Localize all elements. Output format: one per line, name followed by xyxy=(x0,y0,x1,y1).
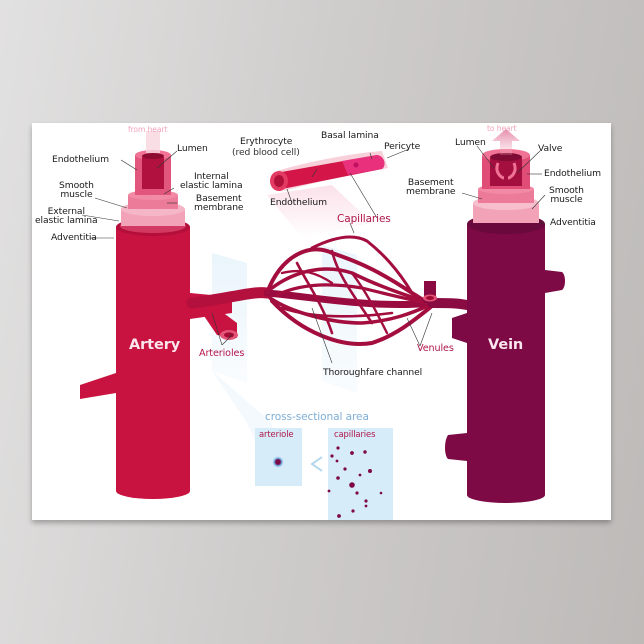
vein-lumen-label: Lumen xyxy=(455,137,486,148)
erythrocyte-label: Erythrocyte xyxy=(240,136,293,147)
artery-lumen-label: Lumen xyxy=(177,143,208,154)
artery-external-elastic-lamina-label: External elastic lamina xyxy=(35,206,98,227)
artery-adventitia-label: Adventitia xyxy=(51,232,97,243)
less-than-symbol xyxy=(310,456,323,472)
artery-flow-note: from heart xyxy=(128,125,168,134)
erythrocyte-note: (red blood cell) xyxy=(232,147,300,158)
artery-endothelium-label: Endothelium xyxy=(52,154,109,165)
leader-lines xyxy=(81,145,546,364)
pericyte-label: Pericyte xyxy=(384,141,421,152)
vein-endothelium-label: Endothelium xyxy=(544,168,601,179)
poster: from heart Lumen Endothelium Internal el… xyxy=(32,123,611,520)
arteriole-stub xyxy=(202,303,238,340)
vein-smooth-muscle-label: Smooth muscle xyxy=(549,185,584,206)
capillary-detail-tube xyxy=(270,151,388,191)
artery-basement-membrane-label: Basement membrane xyxy=(194,193,244,214)
artery-internal-elastic-lamina-label: Internal elastic lamina xyxy=(180,171,243,192)
artery-illustration xyxy=(80,131,232,499)
vein-valve-label: Valve xyxy=(538,143,563,154)
thoroughfare-channel-label: Thoroughfare channel xyxy=(323,367,423,378)
flow-arrow-icon xyxy=(492,129,520,155)
capillaries-cross-label: capillaries xyxy=(334,429,376,439)
cross-section-panels xyxy=(255,428,393,520)
vein-label: Vein xyxy=(488,337,524,353)
capillary-network xyxy=(186,235,472,346)
venules-label: Venules xyxy=(417,343,454,354)
vein-illustration xyxy=(445,129,565,503)
vein-flow-note: to heart xyxy=(487,124,517,133)
artery-label: Artery xyxy=(129,337,181,353)
cross-sectional-area-title: cross-sectional area xyxy=(265,411,369,423)
venule-stub xyxy=(422,281,437,308)
vein-adventitia-label: Adventitia xyxy=(550,217,596,228)
vein-basement-membrane-label: Basement membrane xyxy=(406,177,456,198)
capillary-endothelium-label: Endothelium xyxy=(270,197,327,208)
illustration xyxy=(80,129,565,520)
capillaries-label: Capillaries xyxy=(337,213,391,225)
arterioles-label: Arterioles xyxy=(199,348,245,359)
arteriole-cross-label: arteriole xyxy=(259,429,294,439)
basal-lamina-label: Basal lamina xyxy=(321,130,379,141)
artery-smooth-muscle-label: Smooth muscle xyxy=(59,180,94,201)
